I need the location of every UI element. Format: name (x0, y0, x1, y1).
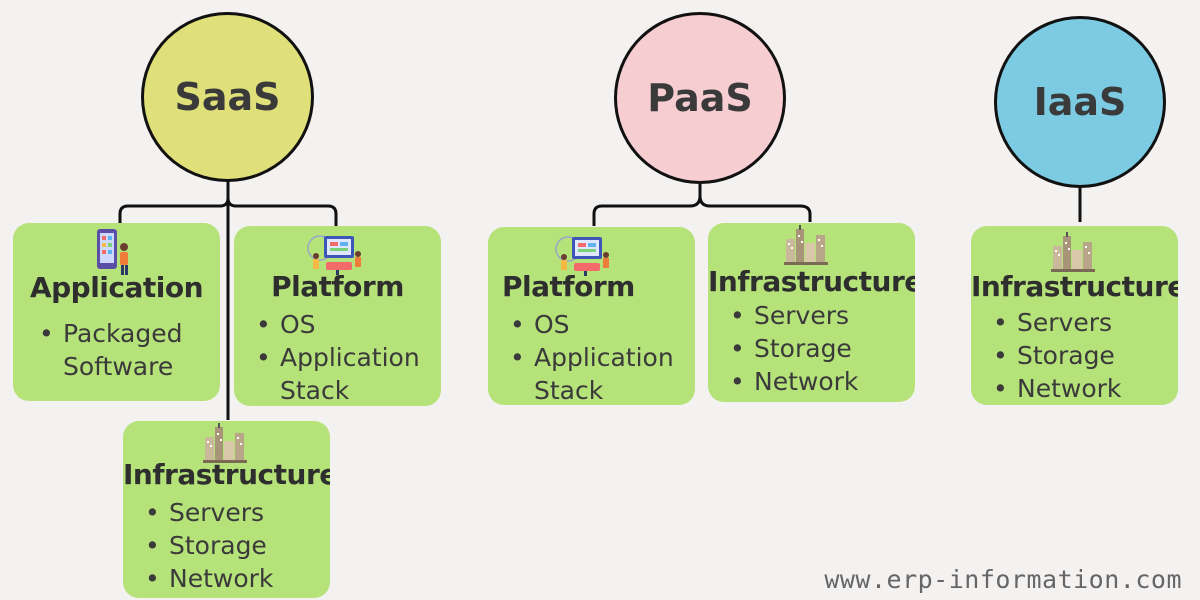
list-item: Application Stack (250, 341, 420, 406)
paas-infrastructure-box: Infrastructure Servers Storage Network (708, 223, 915, 402)
iaas-label: IaaS (1033, 80, 1127, 124)
list-item: Packaged Software (33, 317, 183, 383)
city-buildings-icon (784, 225, 828, 265)
list-item: Application Stack (504, 341, 674, 405)
saas-label: SaaS (174, 75, 281, 119)
saas-circle: SaaS (141, 12, 314, 182)
list-item: Storage (139, 529, 273, 562)
iaas-infrastructure-list: Servers Storage Network (987, 306, 1121, 405)
paas-platform-list: OS Application Stack (504, 308, 674, 405)
list-item: Servers (987, 306, 1121, 339)
city-buildings-icon (1051, 232, 1095, 272)
paas-infrastructure-list: Servers Storage Network (724, 299, 858, 398)
paas-circle: PaaS (614, 12, 786, 184)
list-item: OS (504, 308, 674, 341)
iaas-infrastructure-title: Infrastructure (971, 270, 1178, 303)
iaas-infrastructure-box: Infrastructure Servers Storage Network (971, 226, 1178, 405)
footer-url: www.erp-information.com (824, 565, 1182, 594)
saas-application-list: Packaged Software (33, 317, 183, 383)
list-item: Storage (987, 339, 1121, 372)
list-item: OS (250, 308, 420, 341)
list-item: Network (987, 372, 1121, 405)
saas-platform-list: OS Application Stack (250, 308, 420, 406)
paas-platform-box: Platform OS Application Stack (488, 227, 695, 405)
list-item: Servers (139, 496, 273, 529)
saas-application-box: Application Packaged Software (13, 223, 220, 401)
saas-infrastructure-box: Infrastructure Servers Storage Network (123, 421, 330, 598)
list-item: Network (724, 365, 858, 398)
saas-infrastructure-title: Infrastructure (123, 458, 330, 491)
saas-platform-box: Platform OS Application Stack (234, 226, 441, 406)
paas-platform-title: Platform (502, 270, 635, 303)
phone-app-icon (97, 229, 128, 275)
saas-infrastructure-list: Servers Storage Network (139, 496, 273, 595)
paas-infrastructure-title: Infrastructure (708, 265, 915, 298)
paas-label: PaaS (647, 76, 753, 120)
saas-application-title: Application (29, 271, 204, 304)
platform-dev-icon (555, 236, 609, 276)
list-item: Network (139, 562, 273, 595)
city-buildings-icon (203, 423, 247, 463)
list-item: Storage (724, 332, 858, 365)
iaas-circle: IaaS (994, 16, 1166, 188)
saas-platform-title: Platform (271, 270, 404, 303)
platform-dev-icon (307, 235, 361, 275)
list-item: Servers (724, 299, 858, 332)
